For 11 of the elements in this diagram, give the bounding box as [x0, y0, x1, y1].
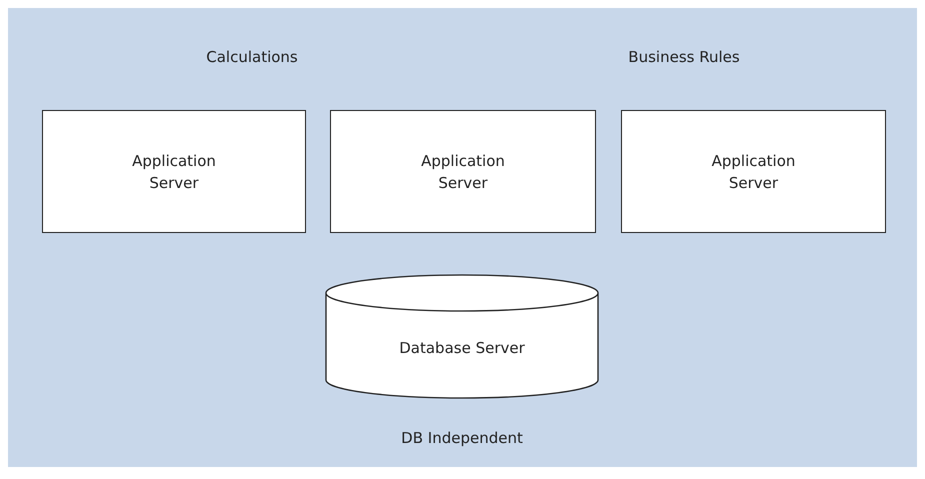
server-box [621, 110, 886, 233]
node-label: Database Server [399, 338, 525, 358]
node-label: Application Server [420, 150, 506, 194]
database-cylinder [325, 275, 599, 398]
annotation-label: Calculations [206, 48, 298, 66]
node-label: Application Server [710, 150, 796, 194]
annotation-label: Business Rules [628, 48, 740, 66]
server-box [330, 110, 596, 233]
annotation-label: DB Independent [401, 429, 523, 447]
server-box [42, 110, 306, 233]
node-label: Application Server [131, 150, 217, 194]
